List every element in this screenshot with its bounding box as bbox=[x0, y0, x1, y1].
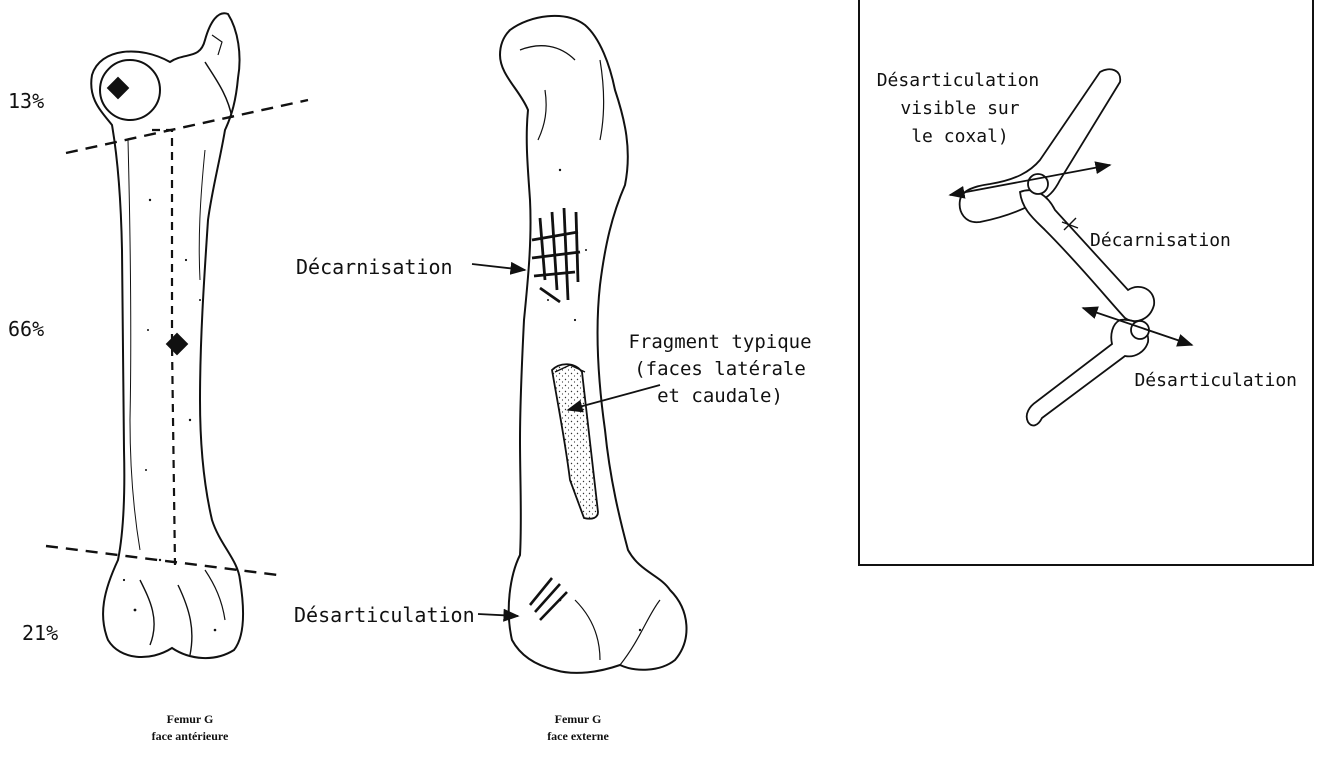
arrow-decarnisation bbox=[472, 264, 525, 270]
inset-hip-line2: visible sur bbox=[900, 98, 1019, 119]
label-fragment-line3: et caudale) bbox=[657, 385, 783, 407]
inset-label-desarticulation: Désarticulation bbox=[1134, 370, 1297, 391]
inset-femur bbox=[1020, 190, 1154, 321]
caption-left-line1: Femur G bbox=[167, 712, 214, 726]
inset-hip-line3: le coxal) bbox=[911, 126, 1009, 147]
caption-middle-line2: face externe bbox=[547, 729, 609, 743]
label-fragment-line2: (faces latérale bbox=[634, 358, 806, 380]
label-decarnisation: Décarnisation bbox=[296, 255, 453, 279]
caption-left-line2: face antérieure bbox=[152, 729, 229, 743]
percent-middle: 66% bbox=[8, 317, 44, 341]
inset-tibia bbox=[1027, 320, 1148, 426]
inset-label-decarnisation: Décarnisation bbox=[1090, 230, 1231, 251]
femur-anterior bbox=[46, 13, 308, 658]
percent-bottom: 21% bbox=[22, 621, 58, 645]
label-desarticulation: Désarticulation bbox=[294, 603, 475, 627]
label-fragment-line1: Fragment typique bbox=[628, 331, 811, 353]
inset-hip-line1: Désarticulation bbox=[877, 70, 1040, 91]
percent-top: 13% bbox=[8, 89, 44, 113]
caption-middle-line1: Femur G bbox=[555, 712, 602, 726]
